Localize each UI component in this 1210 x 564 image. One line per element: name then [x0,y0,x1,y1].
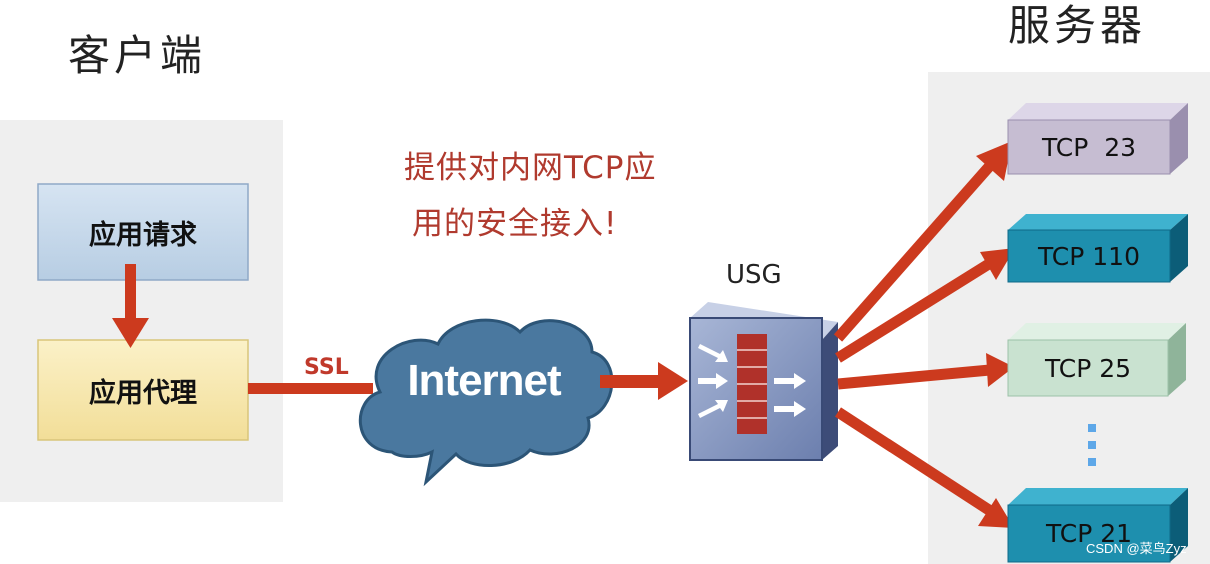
arrow-usg-to-tcp23 [833,141,1012,342]
arrow-usg-to-tcp25 [837,353,1014,390]
server-label-tcp23: TCP 23 [1041,132,1137,162]
arrow-request-to-proxy [112,264,149,348]
server-label-tcp21: TCP 21 [1045,519,1133,548]
client-heading: 客户端 [68,31,207,80]
ellipsis-dots [1088,424,1096,466]
proxy-box [37,339,249,441]
server-label-tcp25: TCP 25 [1044,353,1132,383]
server-heading: 服务器 [1008,1,1147,50]
server-box-tcp21 [1007,488,1188,563]
internet-cloud [358,318,614,487]
caption: 提供对内网TCP应 用的安全接入! [404,140,704,252]
arrow-usg-to-tcp110 [835,248,1015,363]
usg-firewall [689,302,838,461]
usg-label: USG [726,260,782,290]
arrow-cloud-to-usg [600,362,688,400]
request-box [37,183,249,281]
proxy-label: 应用代理 [89,377,197,409]
caption-line-2: 用的安全接入! [412,206,618,242]
ssl-label: SSL [304,355,349,380]
internet-label: Internet [407,356,561,405]
server-box-tcp25 [1007,323,1186,397]
server-box-tcp110 [1007,214,1188,283]
ssl-line [248,383,373,394]
caption-line-1: 提供对内网TCP应 [404,150,657,186]
watermark: CSDN @菜鸟Zyz [1086,541,1187,556]
server-label-tcp110: TCP 110 [1037,241,1140,271]
request-label: 应用请求 [89,219,197,251]
server-box-tcp23 [1007,103,1188,175]
arrow-usg-to-tcp21 [835,407,1014,528]
